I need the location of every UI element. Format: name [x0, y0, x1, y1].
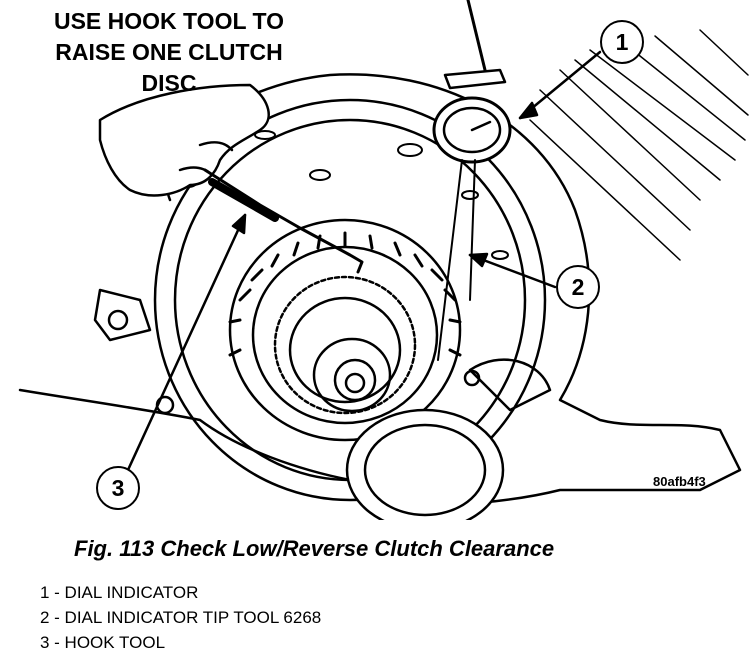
instruction-text: USE HOOK TOOL TO RAISE ONE CLUTCH DISC: [14, 6, 324, 99]
leader-3: [126, 213, 247, 472]
legend-item: 2 - DIAL INDICATOR TIP TOOL 6268: [40, 608, 322, 627]
clutch-illustration: [18, 0, 749, 520]
instruction-line: USE HOOK TOOL TO: [53, 8, 285, 34]
hub: [312, 337, 392, 413]
callout-1: 1: [600, 20, 644, 64]
case-outline: [165, 73, 742, 507]
background-hatching: [529, 29, 749, 261]
instruction-line: DISC: [141, 70, 197, 96]
image-code: 80afb4f3: [653, 474, 706, 489]
drum-splines: [228, 231, 462, 357]
dial-indicator-rod: [466, 0, 487, 72]
hook-tool: [203, 168, 364, 274]
clutch-housing: [153, 98, 547, 502]
pump-pulley: [345, 408, 505, 520]
callout-2: 2: [556, 265, 600, 309]
instruction-line: RAISE ONE CLUTCH: [55, 39, 283, 65]
legend-item: 3 - HOOK TOOL: [40, 633, 166, 652]
hand: [98, 83, 270, 197]
legend-item: 1 - DIAL INDICATOR: [40, 583, 199, 602]
clutch-drum: [228, 218, 462, 442]
legend-list: 1 - DIAL INDICATOR 2 - DIAL INDICATOR TI…: [40, 580, 321, 655]
callout-3: 3: [96, 466, 140, 510]
figure-caption: Fig. 113 Check Low/Reverse Clutch Cleara…: [74, 536, 555, 561]
